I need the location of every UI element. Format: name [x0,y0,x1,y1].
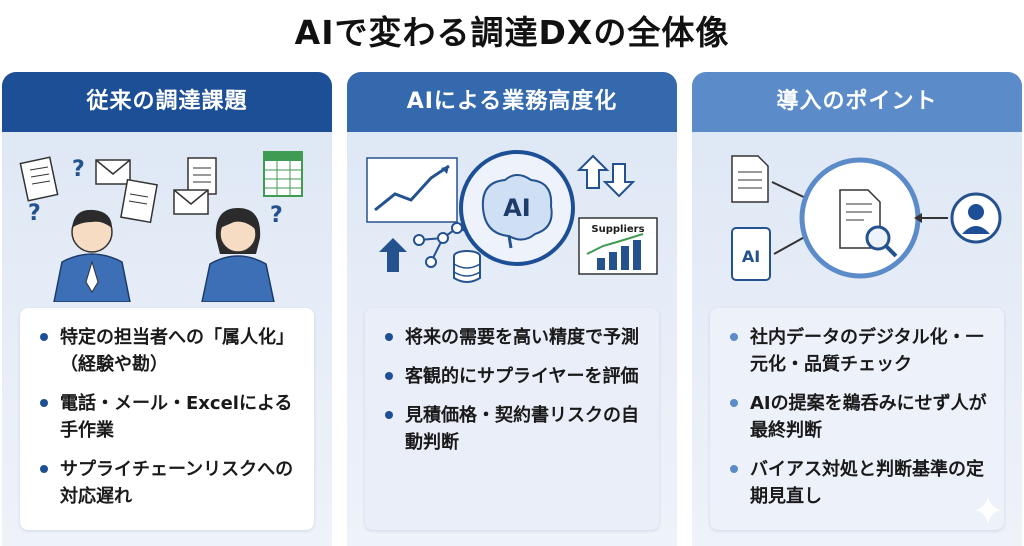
list-item: 特定の担当者への「属人化」（経験や勘） [34,324,304,378]
document-icon [19,156,59,202]
bullet-card: 特定の担当者への「属人化」（経験や勘） 電話・メール・Excelによる手作業 サ… [20,308,314,530]
database-icon [453,250,481,283]
male-worker-icon [53,209,131,302]
bullet-text: 社内データのデジタル化・一元化・品質チェック [750,327,984,375]
bullet-dot [385,411,393,419]
spreadsheet-icon [263,151,303,197]
question-mark-icon: ? [72,157,85,182]
bullet-text: 電話・メール・Excelによる手作業 [60,393,293,441]
adoption-illustration: AI [731,155,1002,281]
bullet-text: 特定の担当者への「属人化」（経験や勘） [60,327,294,375]
bullet-dot [730,399,738,407]
column-adoption-points: 導入のポイント AI 社内データのデジタル化・一元化・ [692,72,1022,546]
bullet-text: バイアス対処と判断基準の定期見直し [750,459,984,507]
worried-workers-illustration: ? ? ? [19,151,303,302]
up-down-arrows-icon [576,154,636,198]
list-item: 電話・メール・Excelによる手作業 [34,390,304,444]
suppliers-label: Suppliers [591,224,644,235]
bullet-card: 将来の需要を高い精度で予測 客観的にサプライヤーを評価 見積価格・契約書リスクの… [365,308,659,530]
list-item: 見積価格・契約書リスクの自動判断 [379,402,649,456]
list-item: 客観的にサプライヤーを評価 [379,363,649,390]
list-item: AIの提案を鵜呑みにせず人が最終判断 [724,390,994,444]
bullet-text: サプライチェーンリスクへの対応遅れ [60,459,294,507]
question-mark-icon: ? [28,201,41,226]
ai-label: AI [503,194,531,222]
bullet-dot [730,333,738,341]
ai-brain-icon: AI [459,150,575,266]
ai-operations-illustration: AI Suppliers [366,150,658,283]
sparkle-icon [974,496,1002,524]
column-heading: 導入のポイント [692,72,1022,132]
bullet-card: 社内データのデジタル化・一元化・品質チェック AIの提案を鵜呑みにせず人が最終判… [710,308,1004,530]
list-item: 社内データのデジタル化・一元化・品質チェック [724,324,994,378]
ai-label: AI [742,247,760,266]
female-worker-icon [201,208,275,302]
list-item: バイアス対処と判断基準の定期見直し [724,456,994,510]
up-arrow-icon [379,238,407,272]
mail-icon [173,189,209,215]
bullet-dot [40,333,48,341]
mail-icon [95,159,131,185]
page-title: AIで変わる調達DXの全体像 [294,13,730,52]
supplier-chart-icon: Suppliers [578,217,658,275]
bullet-dot [40,465,48,473]
question-mark-icon: ? [270,203,283,228]
bullet-text: 客観的にサプライヤーを評価 [405,366,639,387]
person-icon [950,192,1002,244]
bullet-text: 見積価格・契約書リスクの自動判断 [405,405,639,453]
column-ai-enhancement: AIによる業務高度化 AI [347,72,677,546]
network-nodes-icon [413,222,476,268]
bullet-dot [730,465,738,473]
document-icon [120,178,158,224]
document-icon [187,157,217,195]
column-traditional-challenges: 従来の調達課題 ? ? ? [2,72,332,546]
column-heading: 従来の調達課題 [2,72,332,132]
list-item: 将来の需要を高い精度で予測 [379,324,649,351]
list-item: サプライチェーンリスクへの対応遅れ [34,456,304,510]
tablet-ai-icon: AI [731,227,771,281]
bullet-dot [385,372,393,380]
bullet-text: 将来の需要を高い精度で予測 [405,327,639,348]
trend-chart-icon [366,157,458,223]
column-heading: AIによる業務高度化 [347,72,677,132]
bullet-dot [40,399,48,407]
bullet-text: AIの提案を鵜呑みにせず人が最終判断 [750,393,987,441]
document-search-icon [799,157,921,279]
bullet-dot [385,333,393,341]
document-icon [731,155,769,203]
